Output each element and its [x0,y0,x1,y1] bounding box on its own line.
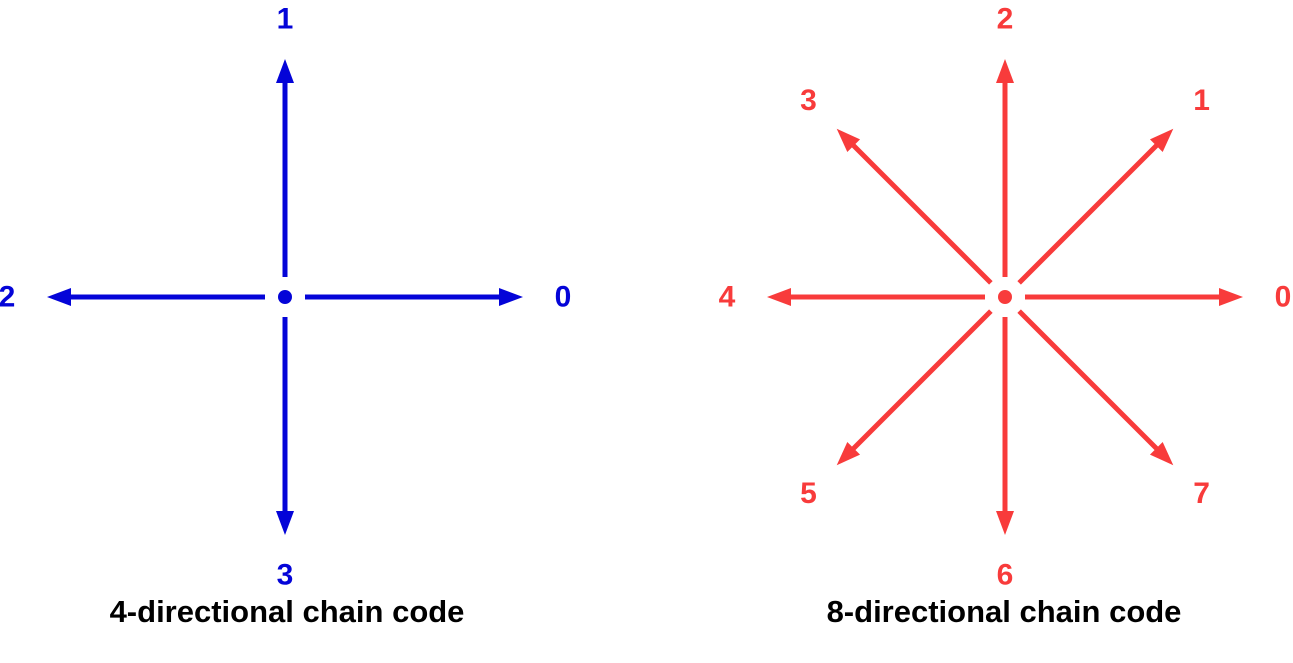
arrowhead-icon [767,288,791,306]
arrowhead-icon [1149,128,1174,153]
arrowhead-icon [1149,441,1174,466]
direction-label-4-dir-2: 2 [0,281,15,314]
arrow-8-dir-6: 6 [996,317,1014,592]
center-dot [278,290,292,304]
arrowhead-icon [996,511,1014,535]
arrow-8-dir-3: 3 [800,84,993,285]
title-8-directional-chain-code: 8-directional chain code [826,594,1182,629]
title-4-directional-chain-code: 4-directional chain code [109,594,465,629]
arrow-shaft [1017,142,1160,285]
arrow-8-dir-4: 4 [719,281,985,314]
arrowhead-icon [47,288,71,306]
arrow-8-dir-2: 2 [996,3,1014,277]
arrow-shaft [850,309,993,452]
direction-label-8-dir-7: 7 [1193,477,1210,510]
arrowhead-icon [1219,288,1243,306]
direction-label-8-dir-0: 0 [1275,281,1292,314]
direction-label-8-dir-4: 4 [719,281,736,314]
direction-label-8-dir-5: 5 [800,477,817,510]
arrow-shaft [1017,309,1160,452]
arrowhead-icon [836,128,861,153]
arrow-4-dir-1: 1 [276,3,294,277]
direction-label-8-dir-2: 2 [997,3,1014,36]
diagram-4-dir: 0 1 2 3 [0,3,571,592]
arrowhead-icon [836,441,861,466]
direction-label-8-dir-3: 3 [800,84,817,117]
arrow-8-dir-0: 0 [1025,281,1291,314]
arrow-8-dir-5: 5 [800,309,993,510]
direction-label-4-dir-3: 3 [277,559,294,592]
arrow-4-dir-2: 2 [0,281,265,314]
diagram-8-dir: 0 1 2 3 4 5 6 7 [719,3,1292,592]
arrowhead-icon [996,59,1014,83]
direction-label-8-dir-6: 6 [997,559,1014,592]
arrowhead-icon [276,59,294,83]
arrowhead-icon [276,511,294,535]
center-dot [998,290,1012,304]
arrowhead-icon [499,288,523,306]
arrow-4-dir-3: 3 [276,317,294,592]
direction-label-4-dir-0: 0 [555,281,572,314]
arrow-4-dir-0: 0 [305,281,571,314]
arrow-8-dir-7: 7 [1017,309,1210,510]
direction-label-4-dir-1: 1 [277,3,294,36]
arrow-8-dir-1: 1 [1017,84,1210,285]
arrow-shaft [850,142,993,285]
direction-label-8-dir-1: 1 [1193,84,1210,117]
